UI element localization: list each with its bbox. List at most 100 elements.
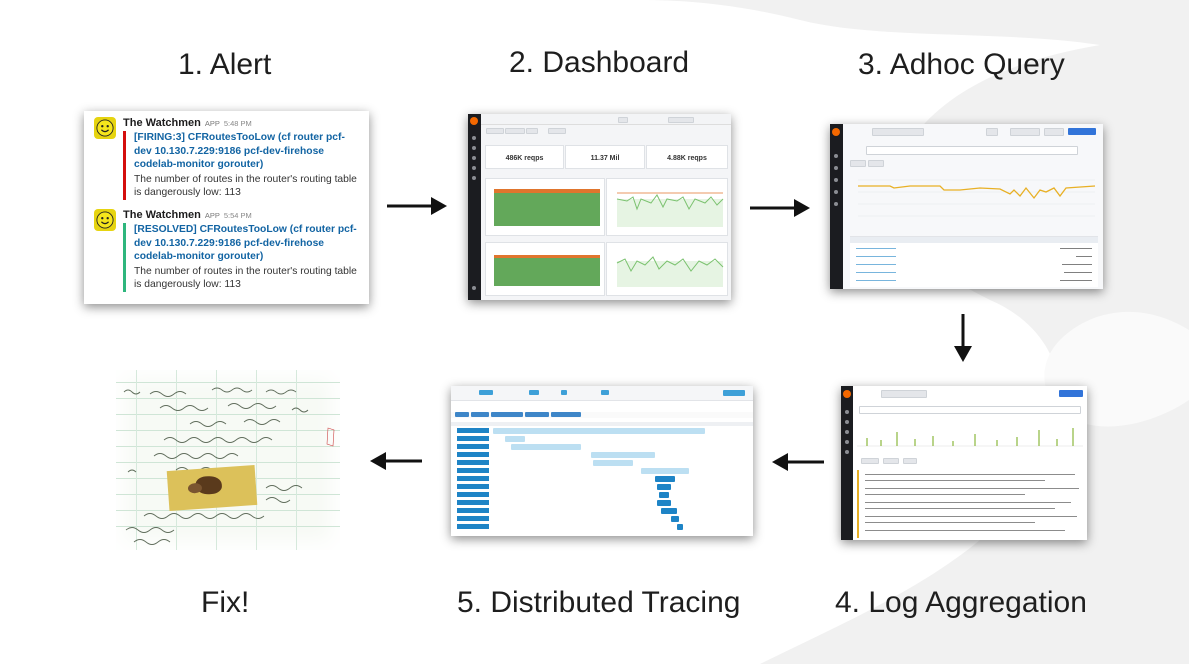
nav-icon [845,410,849,414]
service-label [457,428,489,433]
smiley-face-icon [96,119,114,137]
log-query-input[interactable] [859,406,1081,414]
log-line [865,474,1075,475]
nav-icon [845,430,849,434]
nav-icon [472,146,476,150]
log-line [865,516,1077,517]
trace-span[interactable] [661,508,677,514]
alert-body-resolved: The number of routes in the router's rou… [134,265,357,291]
service-label [457,500,489,505]
trace-filter-chip[interactable] [551,412,581,417]
grid-line [116,510,340,511]
trace-span[interactable] [511,444,581,450]
trace-action-button[interactable] [723,390,745,396]
grid-line [296,370,297,550]
var-selector[interactable] [548,128,566,134]
trace-span[interactable] [657,484,671,490]
taped-moth [166,464,258,512]
nav-icon [472,286,476,290]
stat-panel: 486K reqps [485,145,564,169]
alert-link-firing[interactable]: [FIRING:3] CFRoutesTooLow (cf router pcf… [134,132,345,171]
grid-line [216,370,217,550]
nav-icon [472,176,476,180]
table-row [856,272,896,273]
table-value [1076,256,1092,257]
table-value [1060,248,1092,249]
nav-icon [834,202,838,206]
graph-tab[interactable] [850,160,866,167]
trace-span[interactable] [659,492,669,498]
topbar-button[interactable] [618,117,628,123]
trace-filter-chip[interactable] [525,412,549,417]
toolbar-button[interactable] [986,128,998,136]
run-query-button[interactable] [1059,390,1083,397]
step-title-dashboard: 2. Dashboard [509,46,690,79]
log-filter[interactable] [861,458,879,464]
step-title-log-aggregation: 4. Log Aggregation [835,586,1087,619]
stat-value: 486K reqps [505,155,544,162]
explore-logs-screenshot [841,386,1087,540]
grafana-logo-icon [843,390,851,398]
trace-span[interactable] [493,428,705,434]
trace-span[interactable] [677,524,683,530]
message-time: 5:54 PM [223,211,252,220]
grid-line [116,414,340,415]
trace-span[interactable] [655,476,675,482]
log-filter[interactable] [883,458,899,464]
nav-icon [472,156,476,160]
trace-span[interactable] [591,452,655,458]
service-label [457,452,489,457]
toolbar-button[interactable] [1044,128,1064,136]
arrow-right-icon [750,199,810,217]
topbar-button[interactable] [668,117,694,123]
nav-icon [834,154,838,158]
grid-line [116,446,340,447]
grafana-sidebar [468,114,481,300]
service-label [457,476,489,481]
nav-icon [834,178,838,182]
datasource-picker[interactable] [872,128,924,136]
grid-line [256,370,257,550]
service-label [457,508,489,513]
trace-span[interactable] [641,468,689,474]
trace-filter-row [451,412,753,418]
trace-filter-chip[interactable] [455,412,469,417]
toolbar-button[interactable] [1010,128,1040,136]
trace-span[interactable] [671,516,679,522]
run-query-button[interactable] [1068,128,1096,135]
trace-badge [601,390,609,395]
trace-filter-chip[interactable] [491,412,523,417]
grafana-sidebar [830,124,843,289]
table-tab[interactable] [868,160,884,167]
service-label [457,484,489,489]
trace-span[interactable] [593,460,633,466]
nav-icon [472,136,476,140]
table-value [1064,272,1092,273]
smiley-face-icon [96,211,114,229]
alert-link-resolved[interactable]: [RESOLVED] CFRoutesTooLow (cf router pcf… [134,224,357,263]
var-selector[interactable] [505,128,525,134]
sender-name: The Watchmen [123,209,201,221]
stat-value: 11.37 Mil [590,155,620,162]
latency-line-chart [616,256,724,287]
var-selector[interactable] [486,128,504,134]
grafana-logo-icon [832,128,840,136]
trace-filter-chip[interactable] [471,412,489,417]
var-selector[interactable] [526,128,538,134]
datasource-picker[interactable] [881,390,927,398]
trace-span[interactable] [505,436,525,442]
trace-span[interactable] [657,500,671,506]
nav-icon [834,190,838,194]
table-row [856,264,896,265]
log-line [865,480,1045,481]
stat-panel: 11.37 Mil [565,145,645,169]
log-filter[interactable] [903,458,917,464]
alert-attachment-resolved: [RESOLVED] CFRoutesTooLow (cf router pcf… [123,223,361,292]
query-input[interactable] [866,146,1078,155]
rps-graph-panel [485,242,605,296]
grid-line [116,398,340,399]
